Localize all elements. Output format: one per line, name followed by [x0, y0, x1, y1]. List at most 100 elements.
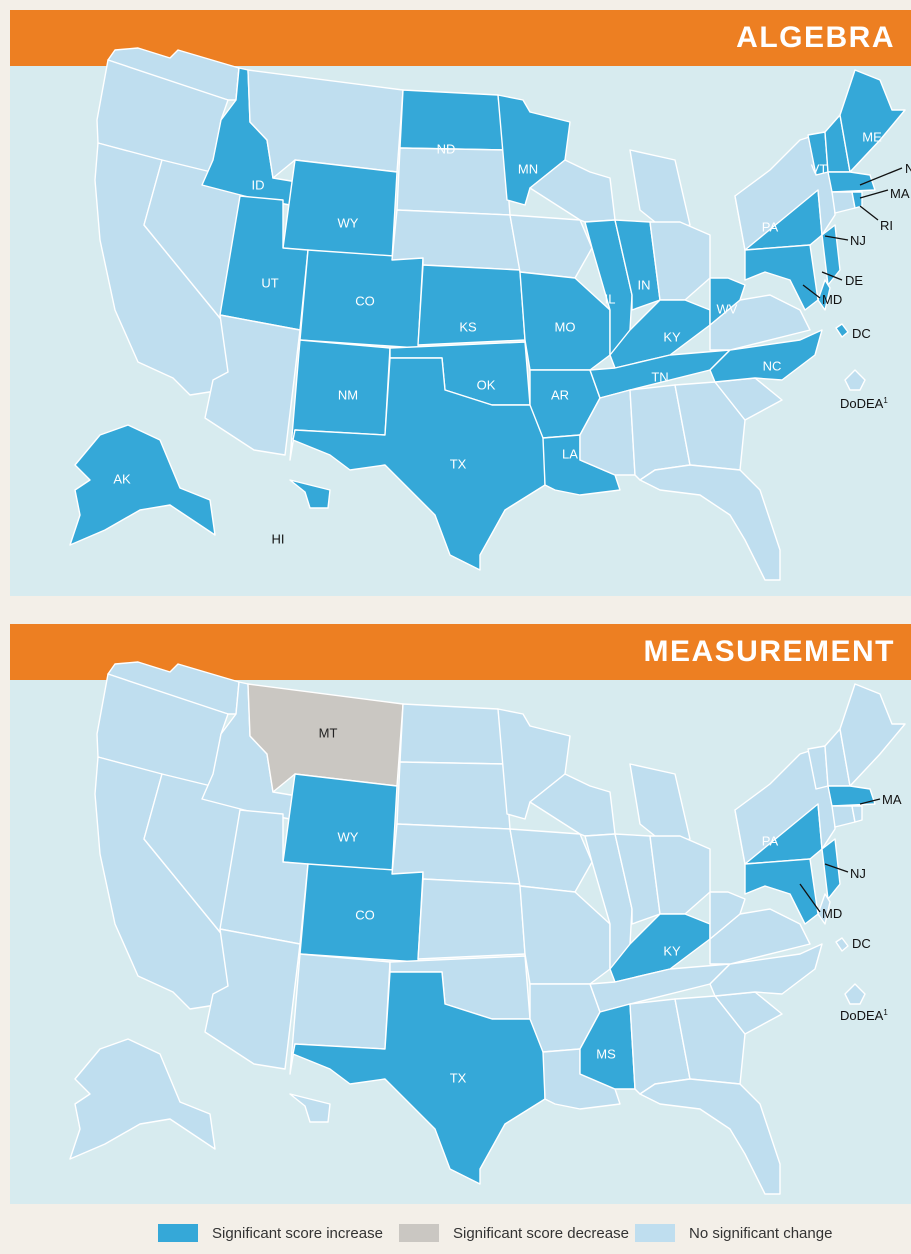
state-dc: [835, 937, 849, 952]
state-ma: [827, 785, 876, 807]
map-title: MEASUREMENT: [643, 635, 895, 668]
state-az: [204, 314, 301, 456]
state-dc: [835, 323, 849, 338]
state-ia: [509, 828, 593, 893]
state-nc: [709, 329, 823, 383]
state-label-ky: KY: [663, 329, 681, 344]
state-label-ma: MA: [882, 792, 902, 807]
state-mt: [247, 69, 404, 179]
state-label-ut: UT: [261, 275, 278, 290]
state-mi: [629, 149, 691, 231]
state-label-mo: MO: [555, 319, 576, 334]
state-md: [744, 244, 819, 311]
state-hi: [289, 1093, 331, 1123]
callout-line: [821, 271, 843, 281]
state-label-pa: PA: [762, 219, 779, 234]
state-fl: [639, 1078, 781, 1195]
state-hi: [289, 479, 331, 509]
state-wi: [529, 773, 616, 837]
callout-line: [859, 167, 903, 186]
state-wv: [709, 891, 746, 940]
state-va: [709, 294, 811, 351]
state-dodea: [844, 983, 866, 1005]
legend-item-decrease: Significant score decrease: [399, 1224, 629, 1242]
state-label-dodea: DoDEA1: [840, 396, 888, 411]
state-me: [839, 683, 906, 787]
legend-item-no-change: No significant change: [635, 1224, 832, 1242]
state-label-ok: OK: [477, 377, 496, 392]
state-label-ms: MS: [596, 1046, 616, 1061]
legend-swatch: [158, 1224, 198, 1242]
state-label-dc: DC: [852, 936, 871, 951]
state-oh: [649, 835, 711, 915]
state-ga: [674, 995, 746, 1085]
state-ak: [69, 424, 216, 546]
state-label-nd: ND: [437, 141, 456, 156]
state-oh: [649, 221, 711, 301]
state-label-dodea: DoDEA1: [840, 1008, 888, 1023]
callout-line: [859, 189, 889, 199]
state-ri: [851, 191, 863, 209]
callout-line: [799, 883, 821, 913]
state-label-id: ID: [252, 177, 265, 192]
state-de: [817, 893, 831, 925]
map-title-banner: MEASUREMENT: [10, 624, 911, 680]
state-label-ma: MA: [890, 186, 910, 201]
state-label-nh: NH: [905, 161, 911, 176]
state-label-pa: PA: [762, 833, 779, 848]
state-nd: [399, 703, 506, 765]
callout-line: [859, 205, 879, 221]
state-label-ar: AR: [551, 387, 569, 402]
legend-label: Significant score increase: [212, 1224, 383, 1242]
state-label-nj: NJ: [850, 233, 866, 248]
callout-line: [859, 798, 881, 805]
legend: Significant score increase Significant s…: [0, 1222, 911, 1252]
legend-label: No significant change: [689, 1224, 833, 1242]
us-map-algebra: IDWYUTCONMNDMNKSOKTXMOARLAILINKYWVTNNCPA…: [69, 47, 911, 581]
state-label-nm: NM: [338, 387, 358, 402]
state-label-co: CO: [355, 293, 375, 308]
state-dodea: [844, 369, 866, 391]
state-label-il: IL: [605, 291, 616, 306]
state-ri: [851, 805, 863, 823]
callout-line: [824, 235, 849, 241]
state-label-nc: NC: [763, 358, 782, 373]
state-ak: [69, 1038, 216, 1160]
state-label-hi: HI: [272, 531, 285, 546]
state-nj: [821, 838, 841, 900]
state-mo: [519, 885, 611, 985]
state-ia: [509, 214, 593, 279]
state-label-ky: KY: [663, 943, 681, 958]
state-sd: [396, 147, 511, 216]
state-md: [744, 858, 819, 925]
state-ct: [831, 805, 856, 828]
state-label-wv: WV: [717, 301, 738, 316]
state-in: [614, 219, 661, 311]
state-label-md: MD: [822, 292, 842, 307]
state-ct: [831, 191, 856, 214]
state-label-dc: DC: [852, 326, 871, 341]
callout-line: [824, 863, 849, 873]
state-label-md: MD: [822, 906, 842, 921]
state-tx: [292, 971, 546, 1185]
state-tx: [292, 357, 546, 571]
legend-swatch: [635, 1224, 675, 1242]
state-ks: [417, 878, 526, 960]
state-label-ak: AK: [113, 471, 131, 486]
state-label-vt: VT: [811, 161, 828, 176]
state-wy: [282, 773, 398, 875]
state-de: [817, 279, 831, 311]
map-title: ALGEBRA: [736, 21, 895, 54]
state-label-me: ME: [862, 129, 882, 144]
state-sd: [396, 761, 511, 830]
state-ga: [674, 381, 746, 471]
state-label-de: DE: [845, 273, 863, 288]
state-label-mn: MN: [518, 161, 538, 176]
legend-label: Significant score decrease: [453, 1224, 629, 1242]
state-label-tx: TX: [450, 456, 467, 471]
state-label-wy: WY: [338, 215, 359, 230]
state-wy: [282, 159, 398, 261]
